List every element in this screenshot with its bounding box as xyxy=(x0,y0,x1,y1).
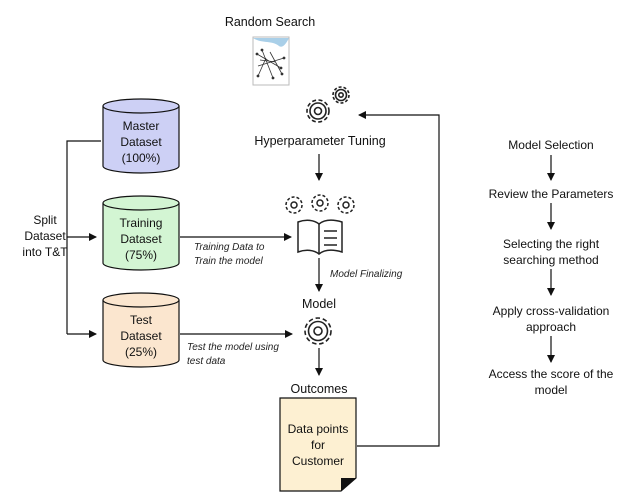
gears-icon xyxy=(306,86,350,123)
master-dataset-cylinder xyxy=(102,98,180,174)
model-finalizing-note: Model Finalizing xyxy=(330,269,403,280)
hyperparameter-tuning-label: Hyperparameter Tuning xyxy=(254,134,386,148)
customer-data-points-label: Data points for Customer xyxy=(287,422,349,468)
training-dataset-label: Training Dataset (75%) xyxy=(119,216,163,262)
step-select-search-method: Selecting the right searching method xyxy=(502,237,600,267)
step-review-parameters: Review the Parameters xyxy=(488,187,614,201)
split-connector xyxy=(66,140,101,338)
document-fold xyxy=(341,478,356,491)
outcomes-label: Outcomes xyxy=(290,382,348,396)
feedback-loop-arrow xyxy=(357,111,440,447)
master-dataset-label: Master Dataset (100%) xyxy=(120,119,162,165)
step-cross-validation: Apply cross-validation approach xyxy=(492,304,610,334)
random-search-icon xyxy=(252,36,290,86)
test-dataset-cylinder xyxy=(102,292,180,368)
model-selection-heading: Model Selection xyxy=(508,138,594,152)
diagram-title: Random Search xyxy=(224,15,316,29)
training-data-note: Training Data to Train the model xyxy=(194,242,265,267)
book-with-gears-icon xyxy=(285,194,355,255)
split-dataset-label: Split Dataset into T&T xyxy=(22,213,68,259)
test-dataset-label: Test Dataset (25%) xyxy=(120,313,162,359)
step-access-score: Access the score of the model xyxy=(488,367,614,397)
training-dataset-cylinder xyxy=(102,195,180,271)
model-label: Model xyxy=(301,297,337,311)
test-data-note: Test the model using test data xyxy=(187,342,279,367)
gear-icon xyxy=(304,317,332,345)
